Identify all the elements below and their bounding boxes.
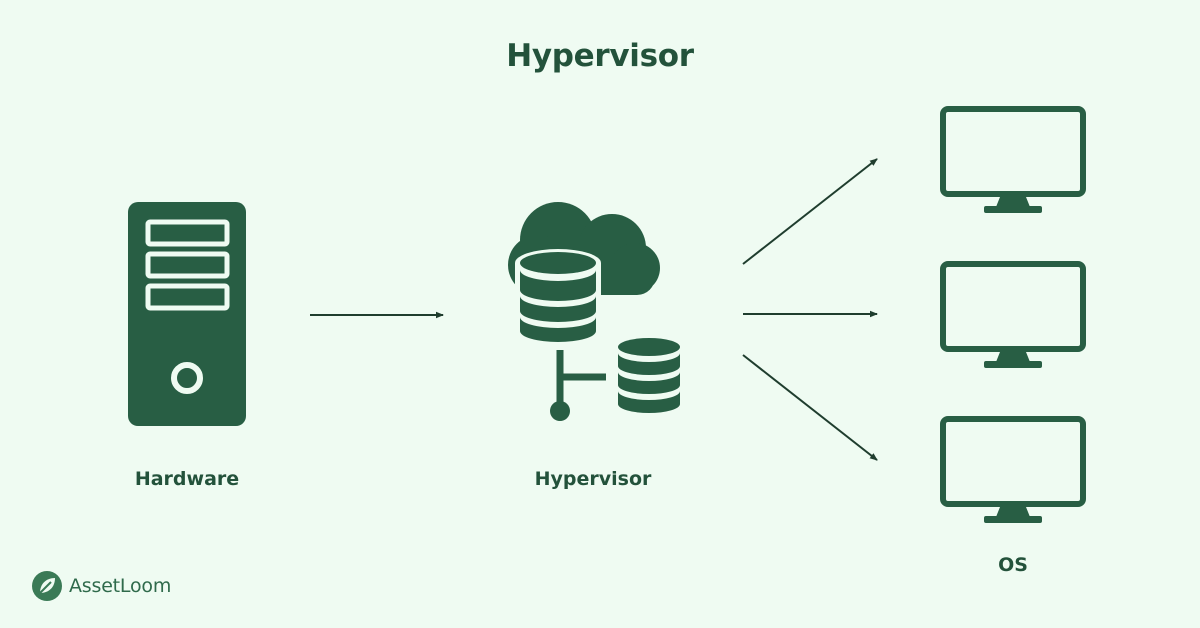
arrow-hypervisor-to-os-1 xyxy=(742,158,878,265)
hypervisor-label: Hypervisor xyxy=(534,468,652,490)
monitor-icon xyxy=(940,261,1086,368)
monitor-icon xyxy=(940,416,1086,523)
monitor-icon xyxy=(940,106,1086,213)
cloud-database-icon xyxy=(508,202,680,421)
arrow-hypervisor-to-os-3 xyxy=(742,354,878,461)
diagram-title: Hypervisor xyxy=(506,38,694,74)
hardware-label: Hardware xyxy=(134,468,240,490)
brand-name: AssetLoom xyxy=(69,575,172,597)
server-tower-icon xyxy=(128,202,246,426)
brand-logo: AssetLoom xyxy=(31,569,171,603)
leaf-logo-icon xyxy=(32,571,62,601)
os-label: OS xyxy=(998,554,1028,576)
